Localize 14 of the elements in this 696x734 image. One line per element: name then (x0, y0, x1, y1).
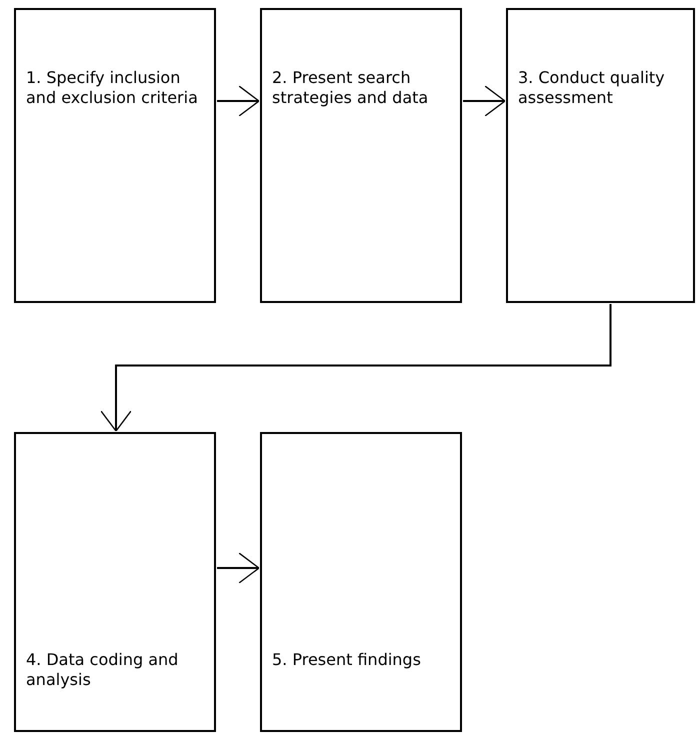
process-box (506, 8, 695, 303)
process-box (260, 8, 462, 303)
arrow (217, 85, 260, 117)
arrow (463, 85, 506, 117)
arrow (100, 304, 612, 432)
process-box (14, 432, 216, 732)
step-label: 1. Specify inclusion and exclusion criteria (26, 68, 199, 108)
process-box (260, 432, 462, 732)
process-box (14, 8, 216, 303)
step-label: 4. Data coding and analysis (26, 650, 180, 690)
step-label: 3. Conduct quality assessment (518, 68, 666, 108)
arrow (217, 552, 260, 584)
step-label: 2. Present search strategies and data (272, 68, 430, 108)
step-label: 5. Present findings (272, 650, 422, 670)
